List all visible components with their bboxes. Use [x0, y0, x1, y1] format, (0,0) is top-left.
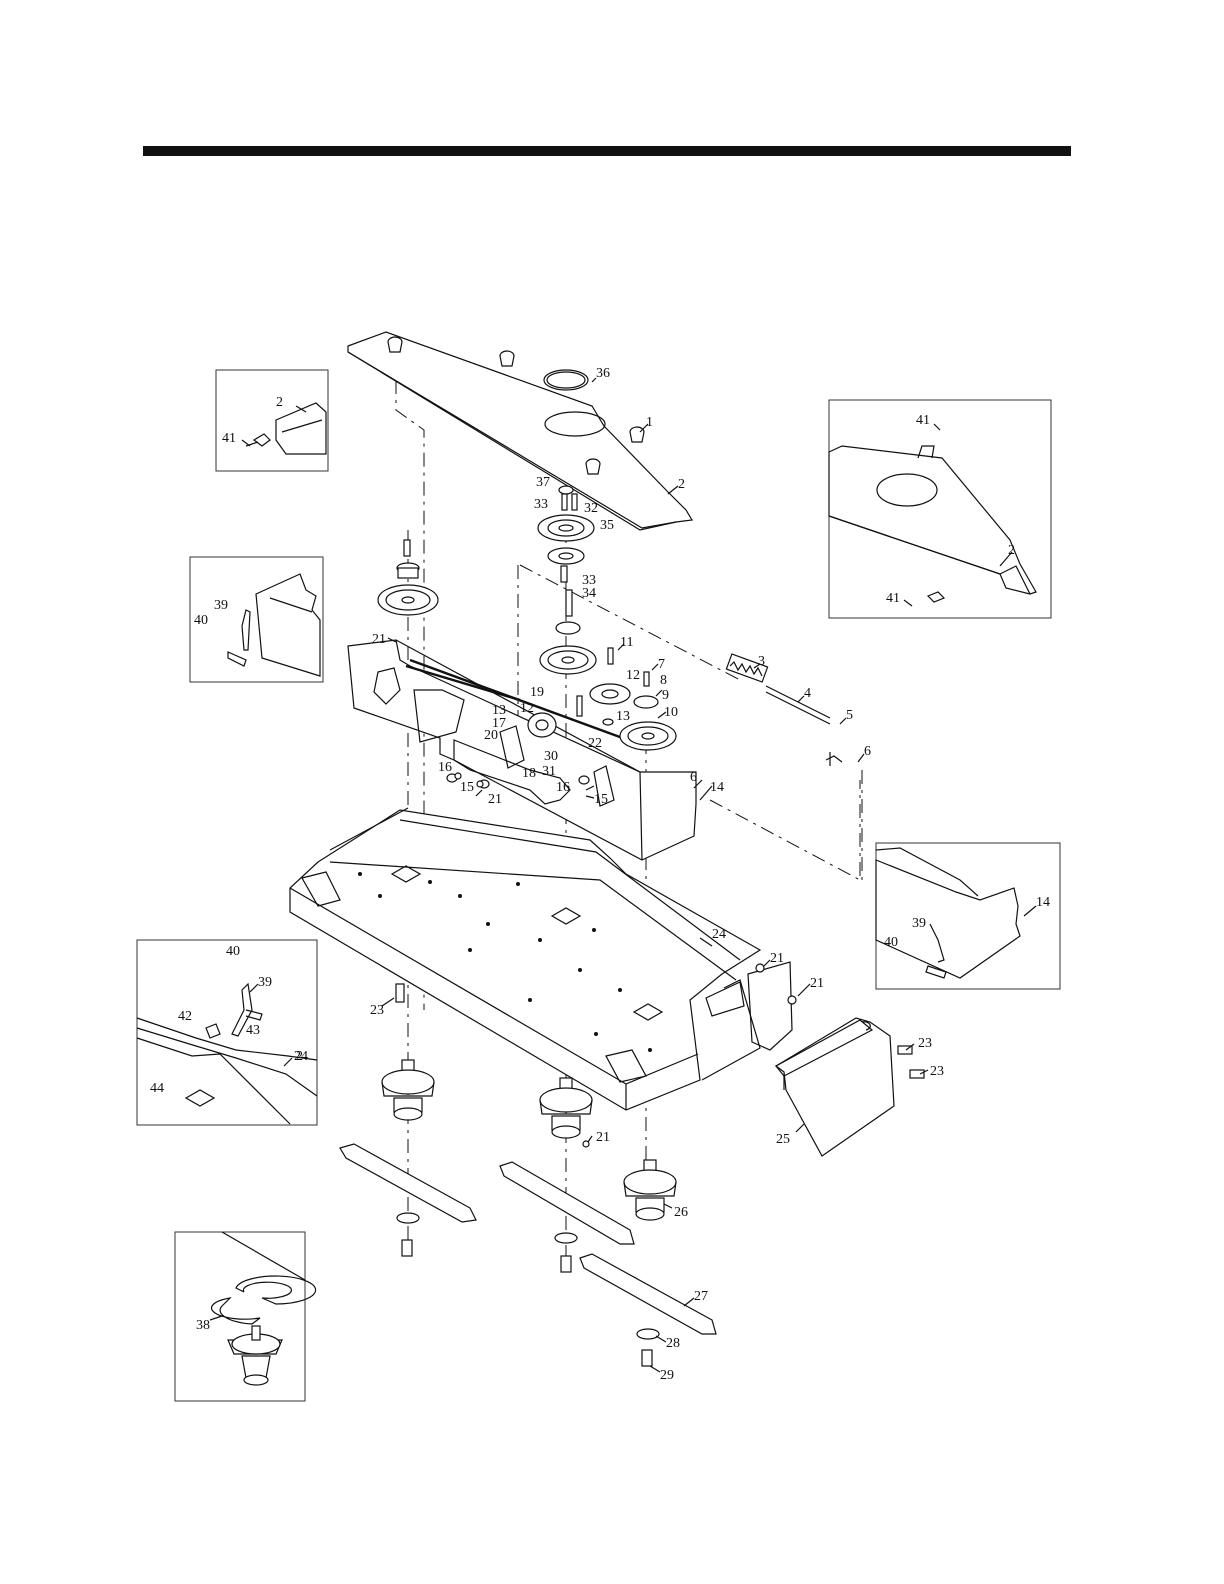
- callout: 36: [596, 366, 610, 381]
- callout: 21: [810, 976, 824, 991]
- callout: 37: [536, 475, 550, 490]
- callout: 12: [520, 701, 534, 716]
- discharge-chute: [776, 1018, 894, 1156]
- inset-lower-left: [137, 940, 317, 1125]
- callout: 13: [616, 709, 630, 724]
- callout: 44: [150, 1081, 164, 1096]
- callout: 5: [846, 708, 853, 723]
- callout: 20: [484, 728, 498, 743]
- callout: 3: [758, 654, 765, 669]
- callout: 10: [664, 705, 678, 720]
- callout: 2: [1008, 543, 1015, 558]
- inset-top-left: [216, 370, 328, 471]
- callout: 14: [710, 780, 724, 795]
- callout: 21: [596, 1130, 610, 1145]
- callout: 34: [582, 586, 596, 601]
- callout: 23: [918, 1036, 932, 1051]
- callout: 8: [660, 673, 667, 688]
- callout: 1: [646, 415, 653, 430]
- callout: 40: [194, 613, 208, 628]
- spring-and-chain: [726, 654, 842, 766]
- callout: 18: [522, 766, 536, 781]
- callout: 7: [658, 657, 665, 672]
- callout: 33: [534, 497, 548, 512]
- callout: 42: [178, 1009, 192, 1024]
- callout: 28: [666, 1336, 680, 1351]
- callout: 40: [884, 935, 898, 950]
- callout: 43: [246, 1023, 260, 1038]
- callout: 9: [662, 688, 669, 703]
- callout: 6: [690, 770, 697, 785]
- callout: 14: [1036, 895, 1050, 910]
- callout: 30: [544, 749, 558, 764]
- callout: 29: [660, 1368, 674, 1383]
- callout: 26: [674, 1205, 688, 1220]
- callout: 2: [276, 395, 283, 410]
- callout: 15: [460, 780, 474, 795]
- callout: 21: [770, 951, 784, 966]
- callout: 27: [694, 1289, 708, 1304]
- callout: 12: [626, 668, 640, 683]
- callout: 39: [912, 916, 926, 931]
- callout: 41: [916, 413, 930, 428]
- callout: 11: [620, 635, 633, 650]
- inset-upper-left: [190, 557, 323, 682]
- callout: 2: [678, 477, 685, 492]
- callout: 24: [294, 1049, 308, 1064]
- callout: 24: [712, 927, 726, 942]
- callout: 23: [370, 1003, 384, 1018]
- callout: 16: [438, 760, 452, 775]
- callout: 39: [258, 975, 272, 990]
- callout: 32: [584, 501, 598, 516]
- callout: 25: [776, 1132, 790, 1147]
- callout: 40: [226, 944, 240, 959]
- inset-top-right: [829, 400, 1051, 618]
- callout: 21: [488, 792, 502, 807]
- callout: 16: [556, 780, 570, 795]
- callout: 31: [542, 764, 556, 779]
- mower-deck: [290, 808, 792, 1110]
- callout: 19: [530, 685, 544, 700]
- callout: 23: [930, 1064, 944, 1079]
- callout: 21: [372, 632, 386, 647]
- callout: 39: [214, 598, 228, 613]
- callout: 41: [222, 431, 236, 446]
- callout: 4: [804, 686, 811, 701]
- callout: 35: [600, 518, 614, 533]
- left-pulley-stack: [378, 540, 438, 615]
- callout: 41: [886, 591, 900, 606]
- inset-bottom-left: [175, 1232, 316, 1401]
- callout: 38: [196, 1318, 210, 1333]
- callout: 22: [588, 736, 602, 751]
- callout: 15: [594, 792, 608, 807]
- callout: 6: [864, 744, 871, 759]
- inset-right-mid: [876, 843, 1060, 989]
